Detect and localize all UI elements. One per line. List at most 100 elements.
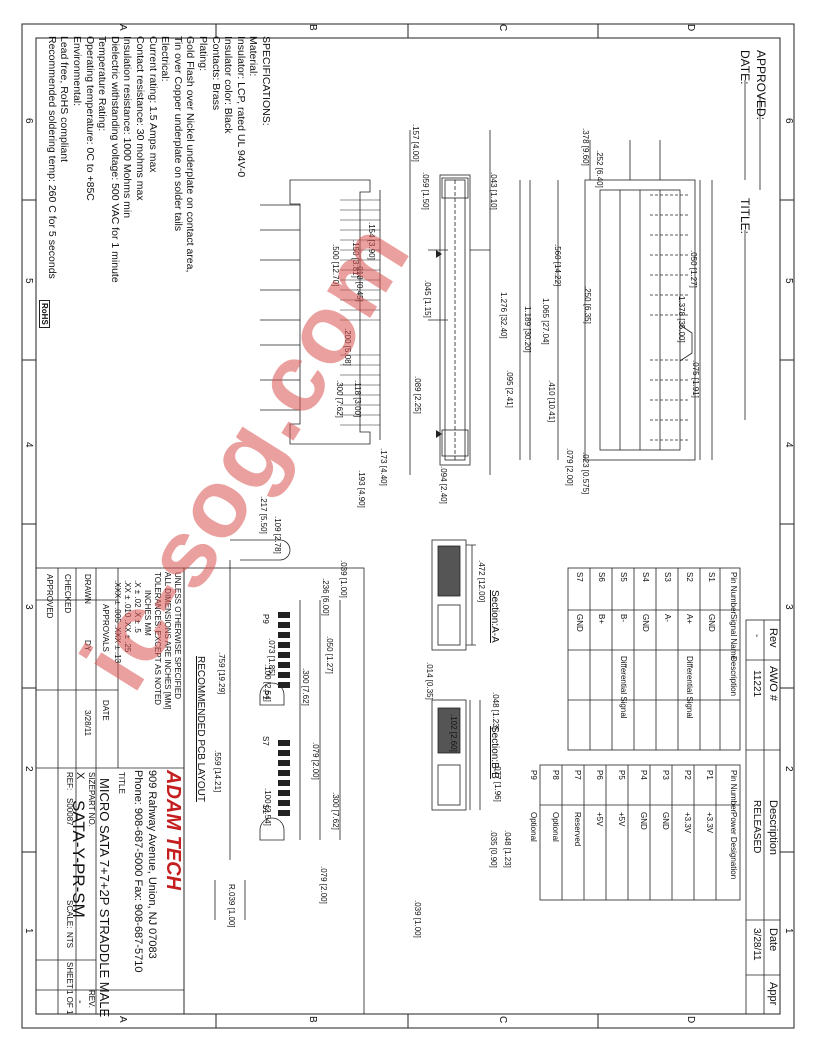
dimension-label: .252 [6.40] — [595, 150, 604, 188]
signal-table-cell: GND — [707, 614, 716, 632]
power-table-grid — [539, 764, 741, 901]
dimension-label: .378 [9.60] — [581, 128, 590, 166]
signal-table-cell: S3 — [663, 572, 672, 582]
dimension-label: .236 [6.00] — [321, 578, 330, 616]
spec-line: Insulator: LCP, rated UL 94V-0 — [234, 36, 247, 178]
signal-table-cell: S5 — [619, 572, 628, 582]
rohs-badge: RoHS — [39, 300, 50, 328]
dimension-label: .300 [7.62] — [301, 668, 310, 706]
dimension-label: .014 [0.35] — [425, 662, 434, 700]
signal-table-header: Pin Number — [729, 572, 738, 615]
zone-letter-d-top: D — [685, 24, 696, 32]
dimension-label: .560 [14.22] — [553, 244, 562, 287]
power-table-cell: P3 — [661, 770, 670, 780]
zone-number-3-right: 3 — [783, 604, 794, 610]
power-table-cell: GND — [639, 812, 648, 830]
zone-number-5-right: 5 — [783, 278, 794, 284]
section-a-label: Section:A-A — [489, 590, 500, 643]
dimension-label: .023 [0.575] — [581, 452, 590, 495]
dimension-label: .102 [2.60] — [449, 714, 458, 752]
section-b-b — [431, 699, 481, 811]
ref-label: REF: — [65, 772, 74, 791]
spec-line: Temperature Rating: — [96, 36, 109, 132]
power-table-cell: +3.3V — [683, 812, 692, 834]
dimension-label: .410 [10.41] — [547, 380, 556, 423]
signal-table-cell: B- — [619, 614, 628, 622]
zone-letter-a-bottom: A — [117, 1016, 128, 1023]
section-markers — [436, 250, 442, 438]
dimension-label: .048 [1.23] — [491, 692, 500, 730]
zone-number-6-right: 6 — [783, 118, 794, 124]
power-table-header: Pin Number — [729, 770, 738, 813]
zone-number-1-right: 1 — [783, 928, 794, 934]
dimension-label: .100 [2.54] — [263, 788, 272, 826]
signal-table-cell: S2 — [685, 572, 694, 582]
signal-table-cell: S6 — [597, 572, 606, 582]
side-view-connector — [409, 130, 491, 475]
zone-letter-b-bottom: B — [307, 1016, 318, 1023]
approved-label-block: APPROVED — [45, 574, 54, 619]
section-a-a — [431, 539, 476, 651]
sheet-label: SHEET — [65, 962, 74, 989]
signal-table-cell: S4 — [641, 572, 650, 582]
signal-table-cell: Differential Signal — [685, 656, 694, 719]
drawn-date: 3/28/11 — [83, 710, 92, 737]
dimension-label: .173 [4.40] — [379, 448, 388, 486]
pcb-layout-label: RECOMMENDED PCB LAYOUT — [195, 656, 206, 802]
signal-table-cell: B+ — [597, 614, 606, 625]
dimension-label: .100 [2.54] — [263, 664, 272, 702]
title-block-label: TITLE — [117, 772, 126, 794]
zone-number-2-left: 2 — [23, 766, 34, 772]
dimension-label: .193 [4.90] — [357, 470, 366, 508]
signal-table-cell: Differential Signal — [619, 656, 628, 719]
zone-number-1-left: 1 — [23, 928, 34, 934]
dimension-label: .095 [2.41] — [505, 370, 514, 408]
dimension-label: .077 [1.96] — [493, 764, 502, 802]
part-label: PART NO. — [87, 790, 96, 827]
dimension-label: .109 [2.78] — [273, 516, 282, 554]
power-table-cell: Optional — [551, 812, 560, 842]
power-table-cell: P6 — [595, 770, 604, 780]
dimension-label: .157 [4.00] — [411, 124, 420, 162]
dimension-label: .043 [1.10] — [489, 172, 498, 210]
signal-table-cell: S7 — [575, 572, 584, 582]
rev-header-rev: Rev — [767, 628, 779, 648]
spec-line: SPECIFICATIONS: — [260, 36, 272, 126]
spec-line: Current rating: 1.5 Amps max — [146, 36, 159, 173]
dimension-label: .079 [2.00] — [319, 866, 328, 904]
rev-header-awo: AWO # — [767, 666, 779, 702]
title-label: TITLE: — [738, 198, 752, 235]
power-table-cell: P8 — [551, 770, 560, 780]
dimension-label: .472 [12.00] — [477, 560, 486, 603]
dimension-label: .300 [7.62] — [331, 792, 340, 830]
rev-value-rev: - — [751, 634, 762, 638]
power-table-cell: Reserved — [573, 812, 582, 847]
spec-line: Insulation resistance: 1000 Mohms min — [121, 36, 134, 219]
power-table-cell: P7 — [573, 770, 582, 780]
power-table-cell: +5V — [617, 812, 626, 827]
ref-value: S00087 — [65, 798, 74, 826]
zone-number-2-right: 2 — [783, 766, 794, 772]
approval-lines — [744, 80, 761, 420]
zone-number-6-left: 6 — [23, 118, 34, 124]
spec-line: Operating temperature: 0C to +85C — [83, 36, 96, 201]
dimension-label: .059 [1.50] — [421, 172, 430, 210]
power-table-cell: P1 — [705, 770, 714, 780]
power-table-cell: P9 — [529, 770, 538, 780]
spec-line: Recommended soldering temp: 260 C for 5 … — [45, 36, 58, 279]
dimension-label: .045 [1.15] — [423, 280, 432, 318]
dimension-label: .039 [1.00] — [339, 560, 348, 598]
signal-table-cell: A+ — [685, 614, 694, 625]
front-view-connector — [260, 179, 381, 445]
sheet-value: 1 OF 1 — [65, 990, 74, 1015]
zone-number-4-right: 4 — [783, 442, 794, 448]
dimension-label: .759 [19.29] — [217, 652, 226, 695]
zone-ticks — [22, 24, 794, 1028]
dimension-label: .250 [6.35] — [583, 286, 592, 324]
pin-label-p9: P9 — [261, 614, 270, 624]
dimension-label: .079 [2.00] — [565, 448, 574, 486]
rev-header-description: Description — [767, 800, 779, 856]
dimension-label: .559 [14.21] — [213, 750, 222, 793]
company-phone: Phone: 908-687-5000 Fax: 908-687-5710 — [132, 770, 144, 973]
